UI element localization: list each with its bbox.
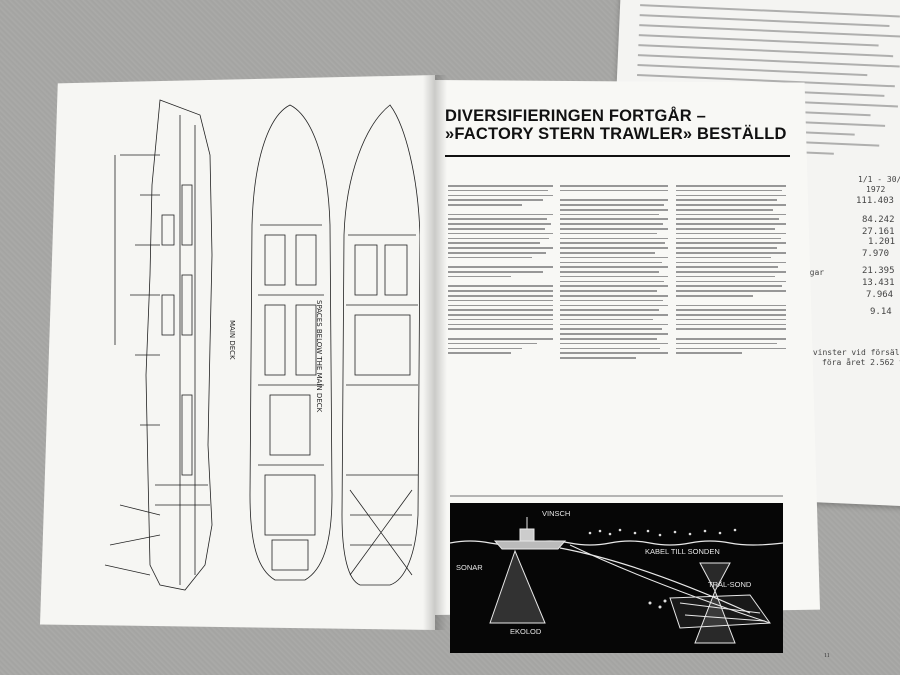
bg-figure: 27.161 xyxy=(862,227,895,237)
bg-figure: 7.964 xyxy=(866,290,894,300)
open-magazine: MAIN DECK SPACES BELOW THE MAIN DECK DIV… xyxy=(40,75,830,659)
text-column-1 xyxy=(448,185,553,357)
bg-figure: 9.14 xyxy=(870,307,892,317)
text-column-3 xyxy=(676,185,786,357)
bg-note-line: föra året 2.562 tkr. xyxy=(822,358,900,367)
bg-figure: 21.395 xyxy=(862,266,895,276)
article-heading: DIVERSIFIERINGEN FORTGÅR – »FACTORY STER… xyxy=(445,107,787,143)
bg-figure: 1.201 xyxy=(868,237,896,247)
diagram-caption xyxy=(450,495,783,497)
bg-figure: 111.403 xyxy=(856,196,894,206)
left-page xyxy=(40,75,435,630)
main-deck-label: MAIN DECK xyxy=(228,320,236,360)
ship-blueprint xyxy=(104,99,420,591)
below-main-deck-label: SPACES BELOW THE MAIN DECK xyxy=(315,300,323,413)
text-column-2 xyxy=(560,185,668,362)
bg-year: 1972 xyxy=(866,185,886,194)
bg-figure: 7.970 xyxy=(862,249,890,259)
tral-sond-label: TRÅL-SOND xyxy=(708,580,752,589)
ekolod-label: EKOLOD xyxy=(510,627,542,636)
heading-rule xyxy=(445,155,790,157)
vinsch-label: VINSCH xyxy=(542,509,571,518)
sonar-label: SONAR xyxy=(456,563,483,572)
sonar-diagram: VINSCH KABEL TILL SONDEN SONAR TRÅL-SOND… xyxy=(450,503,783,653)
bg-note-line: avinster vid försäljning av xyxy=(808,348,900,357)
kabel-label: KABEL TILL SONDEN xyxy=(645,547,720,556)
page-number: 11 xyxy=(824,653,830,659)
bg-figure: 84.242 xyxy=(862,215,895,225)
magazine-spine xyxy=(423,75,447,630)
bg-figure: 13.431 xyxy=(862,278,895,288)
bg-fragment-label: ingar xyxy=(800,268,825,277)
bg-date-range: 1/1 - 30/6 xyxy=(858,175,900,184)
